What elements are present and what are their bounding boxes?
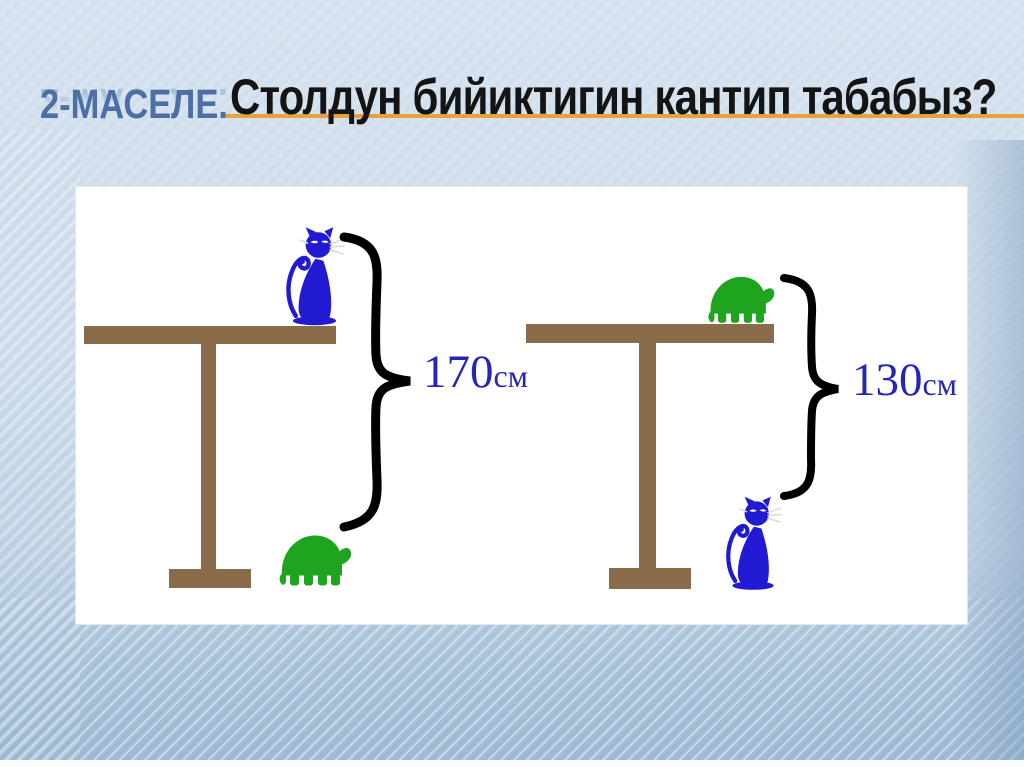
turtle-icon bbox=[708, 276, 775, 323]
background-bottom-strip bbox=[0, 760, 1024, 767]
diagram-svg bbox=[84, 187, 839, 626]
cat-icon bbox=[728, 497, 782, 590]
measure-unit: см bbox=[493, 358, 528, 394]
table-right bbox=[526, 324, 774, 589]
measurement-label-right: 130см bbox=[852, 357, 957, 404]
measure-unit: см bbox=[922, 366, 957, 402]
measure-value: 130 bbox=[852, 354, 923, 406]
cat-icon bbox=[288, 227, 345, 325]
background-stripes-left bbox=[0, 130, 80, 767]
turtle-icon bbox=[279, 535, 352, 586]
measurement-brace-right bbox=[780, 274, 839, 500]
problem-number-label: 2-МАСЕЛЕ. bbox=[40, 81, 228, 127]
page-title: Столдун бийиктигин кантип табабыз? bbox=[230, 69, 997, 125]
figure-panel: 170см 130см bbox=[75, 186, 968, 625]
measure-value: 170 bbox=[423, 346, 494, 398]
table-left bbox=[84, 326, 336, 588]
measurement-brace-left bbox=[339, 232, 411, 532]
title-underline bbox=[222, 114, 1024, 118]
measurement-label-left: 170см bbox=[423, 349, 528, 396]
